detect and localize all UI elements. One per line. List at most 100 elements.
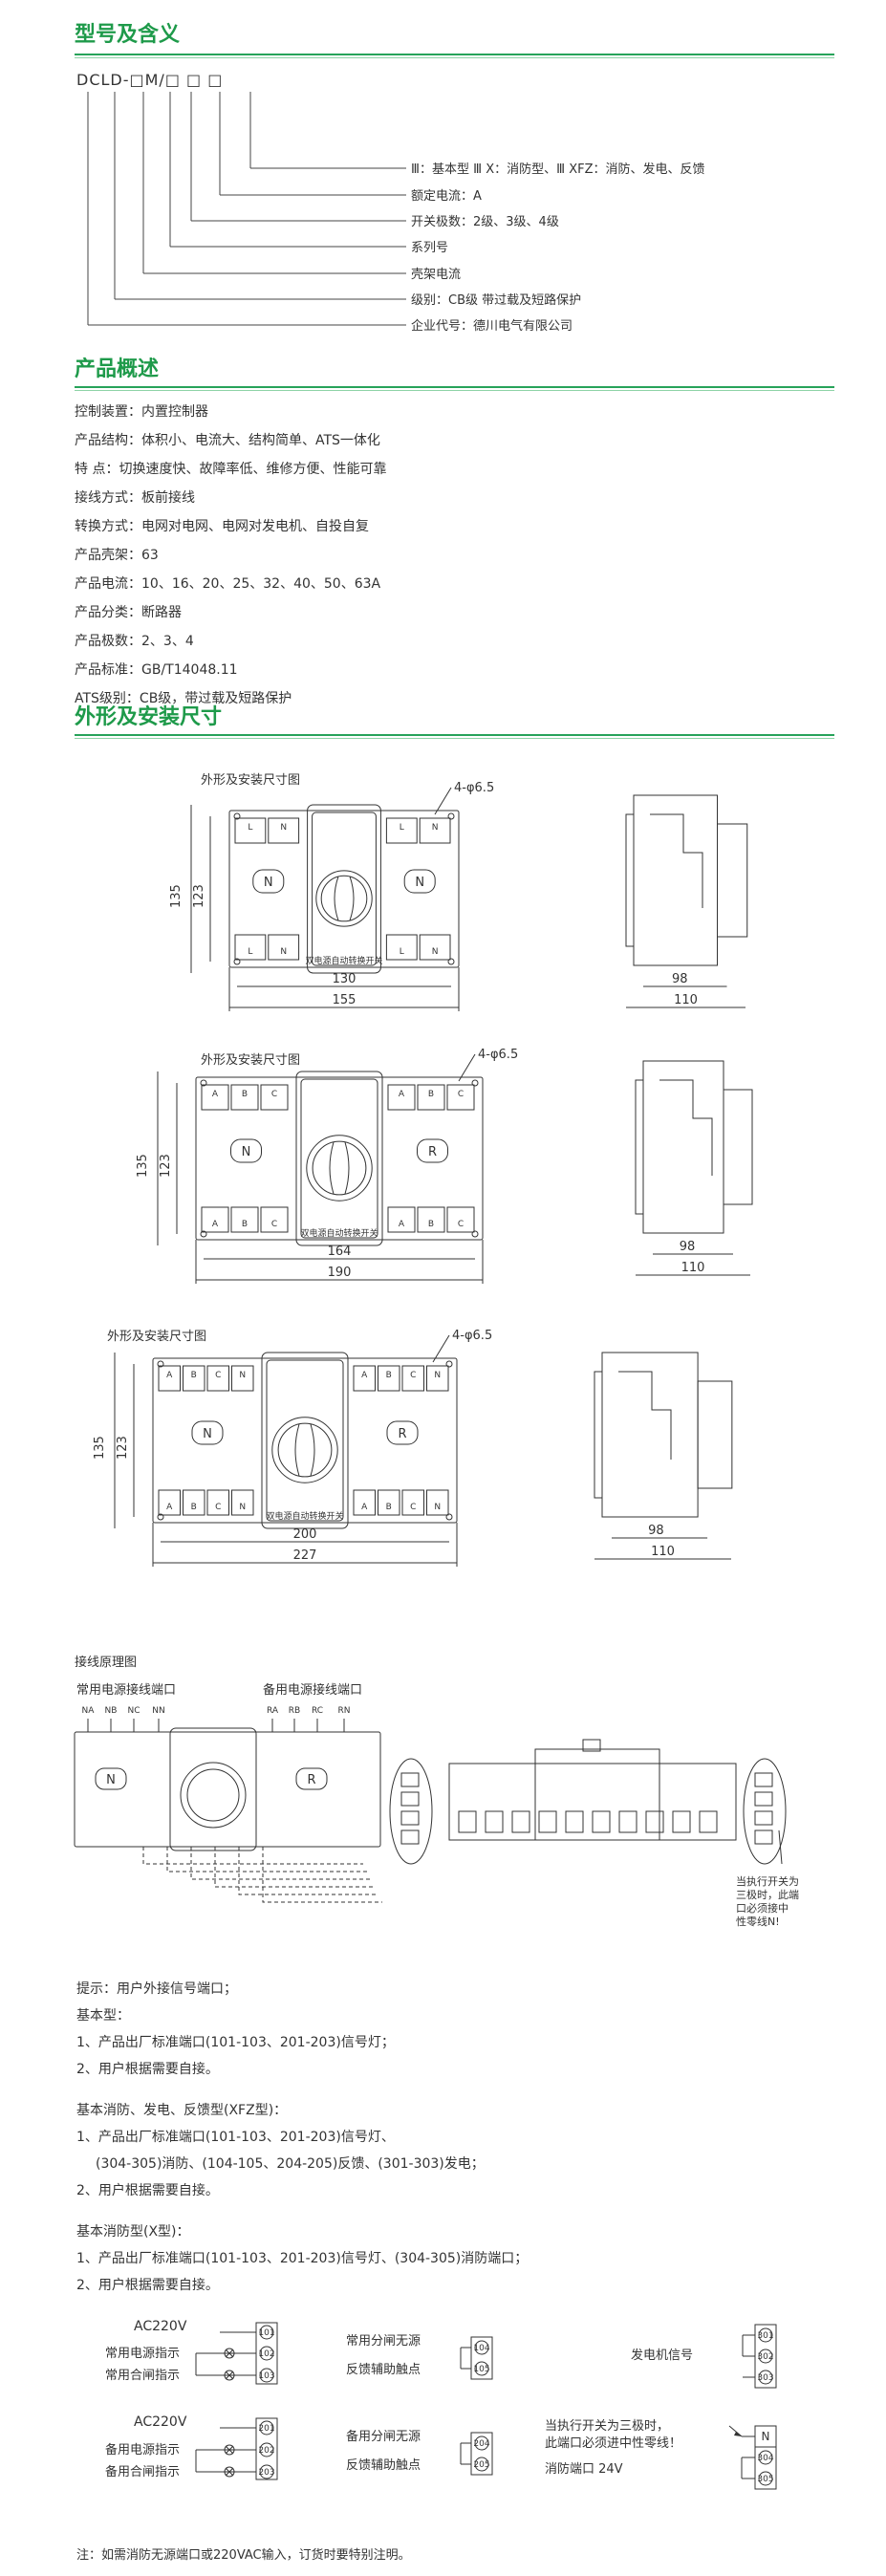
left-pole-label: N	[280, 947, 287, 957]
terminal-label: 101	[258, 2328, 274, 2338]
wiring-lines	[74, 1719, 787, 1903]
terminal-label: 102	[258, 2349, 274, 2359]
side-body	[601, 1352, 699, 1518]
side-oval-right	[743, 1758, 787, 1865]
right-terminal-bottom	[419, 934, 451, 961]
controller-housing	[261, 1352, 349, 1529]
panel-terminal	[645, 1810, 664, 1833]
knob-outer	[271, 1417, 338, 1483]
notes-xfz-line: 2、用户根据需要自接。	[76, 2183, 219, 2198]
model-legend-0: Ⅲ：基本型 Ⅲ X：消防型、Ⅲ XFZ：消防、发电、反馈	[411, 162, 705, 177]
schematic-footer: 注：如需消防无源端口或220VAC输入，订货时要特别注明。	[76, 2548, 411, 2563]
hole-label: 4-φ6.5	[454, 781, 494, 795]
leader-line	[432, 1334, 450, 1363]
right-pole-label: N	[434, 1371, 441, 1380]
overview-item: ATS级别：CB级，带过载及短路保护	[75, 691, 292, 706]
right-terminal-bottom	[446, 1206, 475, 1233]
panel-terminal	[485, 1810, 504, 1833]
hole-label: 4-φ6.5	[452, 1329, 492, 1343]
overview-item: 控制装置：内置控制器	[75, 404, 208, 420]
right-terminal-bottom	[353, 1489, 376, 1516]
right-pole-label: B	[428, 1090, 434, 1099]
wiring-knob-inner	[186, 1768, 240, 1822]
left-badge-text: N	[264, 876, 273, 890]
side-dim: 110	[674, 993, 698, 1007]
right-pole-label: L	[400, 823, 404, 833]
overview-item: 转换方式：电网对电网、电网对发电机、自投自复	[75, 519, 369, 534]
overview-item: 产品极数：2、3、4	[75, 634, 194, 649]
left-pole-label: B	[242, 1090, 248, 1099]
feedback-label: 反馈辅助触点	[346, 2458, 421, 2473]
controller-housing	[307, 804, 381, 974]
controller-inner	[312, 812, 377, 966]
terminal-label: 105	[473, 2365, 489, 2374]
right-pole-label: A	[361, 1371, 368, 1380]
right-terminal-top	[417, 1084, 445, 1111]
left-pole-label: L	[248, 947, 252, 957]
width-dim: 227	[293, 1548, 317, 1563]
mount-hole	[445, 1360, 453, 1368]
wiring-badge-text: R	[307, 1773, 315, 1787]
mount-hole	[200, 1230, 207, 1238]
right-badge	[417, 1138, 448, 1163]
drawing-lines	[190, 787, 748, 1011]
left-pole-label: B	[191, 1503, 197, 1512]
mount-hole	[471, 1230, 479, 1238]
notes-xfz-line: 1、产品出厂标准端口(101-103、201-203)信号灯、	[76, 2130, 395, 2145]
side-rail	[635, 1079, 644, 1215]
note-leader	[778, 1829, 783, 1865]
overview-item: 产品结构：体积小、电流大、结构简单、ATS一体化	[75, 433, 380, 448]
drawing-caption: 外形及安装尺寸图	[201, 1053, 300, 1068]
mount-hole	[157, 1360, 164, 1368]
notes-hint: 提示：用户外接信号端口；	[76, 1981, 237, 1997]
dims-section-title: 外形及安装尺寸	[75, 705, 223, 729]
side-oval-left	[389, 1758, 433, 1865]
overview-item: 产品标准：GB/T14048.11	[75, 662, 238, 678]
right-pole-label: B	[386, 1503, 392, 1512]
side-detail	[659, 1079, 713, 1176]
left-badge	[191, 1420, 224, 1445]
left-badge-text: N	[242, 1145, 251, 1159]
panel-terminal	[538, 1810, 557, 1833]
mount-hole	[447, 958, 455, 965]
terminal-label: 305	[757, 2475, 773, 2484]
left-pole-label: N	[239, 1371, 246, 1380]
right-terminal-top	[401, 1365, 424, 1392]
drawing-lines	[114, 1334, 733, 1567]
feedback-label: 反馈辅助触点	[346, 2363, 421, 2377]
right-terminal-label: RN	[338, 1706, 351, 1716]
wiring-note: 口必须接中	[736, 1902, 789, 1915]
left-terminal-bottom	[183, 1489, 205, 1516]
left-badge	[230, 1138, 262, 1163]
height-dim: 135	[169, 884, 184, 908]
right-terminal-bottom	[385, 934, 418, 961]
switch-label: 双电源自动转换开关	[300, 1227, 378, 1239]
left-pole-label: C	[215, 1371, 221, 1380]
right-terminal-label: RC	[312, 1706, 323, 1716]
notes-basic-title: 基本型：	[76, 2008, 130, 2024]
right-pole-label: A	[399, 1090, 405, 1099]
hole-label: 4-φ6.5	[478, 1048, 518, 1062]
right-terminal-bottom	[401, 1489, 424, 1516]
signal-schematic: 101 102 103 201 202 203 104 105 204 205 …	[105, 2319, 777, 2490]
right-badge-text: R	[398, 1427, 406, 1441]
right-pole-label: A	[361, 1503, 368, 1512]
wiring-badge-r	[295, 1767, 328, 1790]
terminal-label: 204	[473, 2439, 489, 2449]
left-pole-label: L	[248, 823, 252, 833]
model-legend-3: 系列号	[411, 241, 449, 255]
right-terminal-bottom	[417, 1206, 445, 1233]
wiring-title: 接线原理图	[75, 1656, 138, 1670]
mount-hole	[471, 1079, 479, 1087]
right-terminal-top	[419, 817, 451, 844]
model-code: DCLD-□M/□ □ □	[76, 71, 224, 89]
left-terminal-bottom	[234, 934, 267, 961]
overview-item: 产品壳架：63	[75, 548, 159, 563]
right-terminal-bottom	[378, 1489, 400, 1516]
height-dim: 123	[192, 884, 206, 908]
left-terminal-top	[268, 817, 300, 844]
left-terminal-top	[183, 1365, 205, 1392]
neutral-note: 此端口必须进中性零线！	[545, 2436, 681, 2451]
